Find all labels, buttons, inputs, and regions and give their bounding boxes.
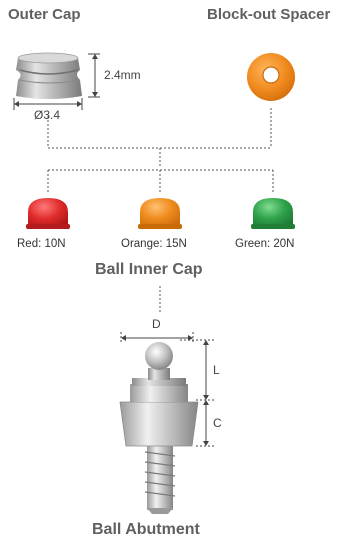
outer-cap-image [16,52,82,99]
green-inner-cap-image [251,198,295,229]
ball-abutment-title: Ball Abutment [92,521,200,538]
abutment-l-label: L [213,363,220,377]
green-cap-label: Green: 20N [235,238,295,250]
ball-abutment-image [119,342,199,514]
block-out-spacer-image [247,53,295,101]
block-out-spacer-title: Block-out Spacer [207,6,331,23]
red-inner-cap-image [26,198,70,229]
orange-cap-label: Orange: 15N [121,238,187,250]
outer-cap-diameter-dimension [13,98,83,110]
outer-cap-height-dimension [88,53,100,98]
outer-cap-title: Outer Cap [8,6,81,23]
abutment-l-c-dimensions [180,339,214,447]
orange-inner-cap-image [138,198,182,229]
red-cap-label: Red: 10N [17,238,66,250]
outer-cap-diameter-label: Ø3.4 [34,108,61,122]
abutment-c-label: C [213,416,222,430]
top-connector-lines [47,108,274,192]
abutment-d-label: D [152,317,161,331]
abutment-d-dimension [120,332,194,344]
ball-inner-cap-title: Ball Inner Cap [95,261,203,278]
outer-cap-height-label: 2.4mm [104,68,141,82]
